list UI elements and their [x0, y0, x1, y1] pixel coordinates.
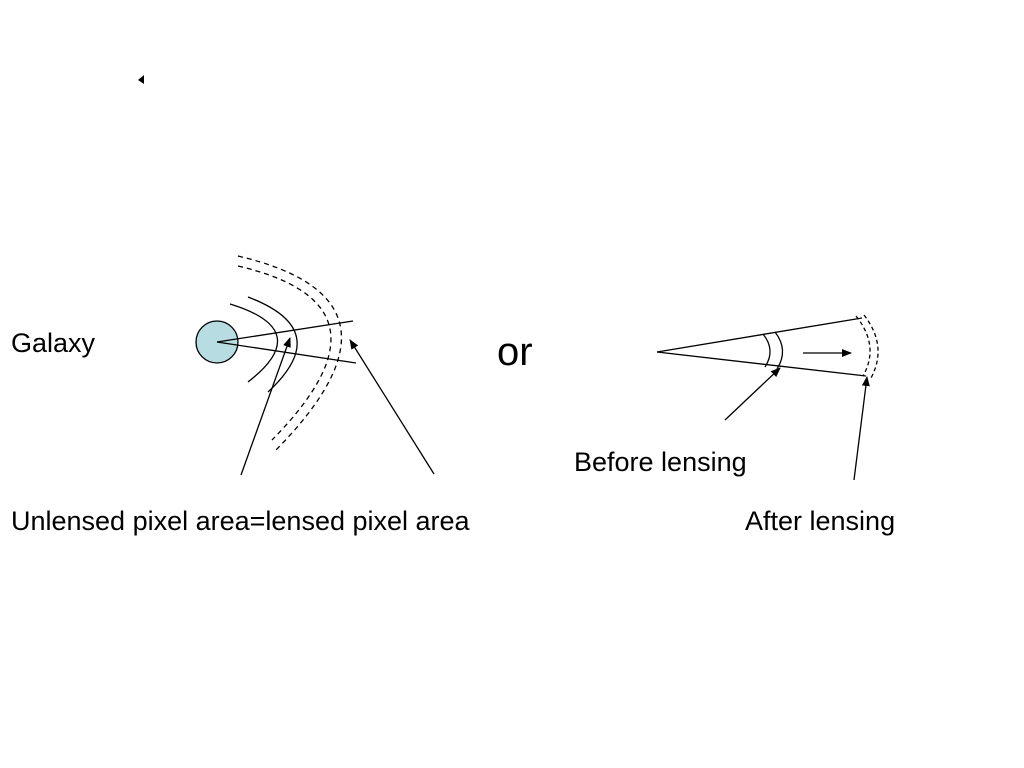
ray-upper: [216, 320, 354, 343]
right-lensing-sketch: [656, 314, 879, 481]
before-lensing-label: Before lensing: [574, 447, 747, 477]
pointer-arrow-after: [853, 376, 870, 481]
area-equality-label: Unlensed pixel area=lensed pixel area: [11, 506, 470, 536]
galaxy-label: Galaxy: [11, 328, 96, 358]
wedge-ray-upper: [656, 317, 863, 353]
stray-arrowhead: [138, 75, 144, 84]
pointer-arrow-lensed: [349, 339, 435, 475]
unlensed-arc-outer: [247, 296, 298, 393]
before-arc-inner: [762, 333, 771, 368]
pointer-arrow-unlensed: [240, 337, 291, 476]
before-arc-outer: [774, 331, 784, 370]
lensed-arc-outer: [237, 255, 342, 453]
after-arc-inner: [855, 315, 871, 377]
ray-lower: [216, 341, 357, 364]
lensed-arc-inner: [237, 265, 332, 441]
or-label: or: [497, 330, 533, 374]
wedge-ray-lower: [656, 351, 867, 377]
unlensed-arc-inner: [229, 303, 279, 383]
after-lensing-label: After lensing: [745, 506, 896, 536]
pointer-arrow-before: [724, 367, 781, 421]
left-lensing-sketch: [195, 255, 435, 476]
